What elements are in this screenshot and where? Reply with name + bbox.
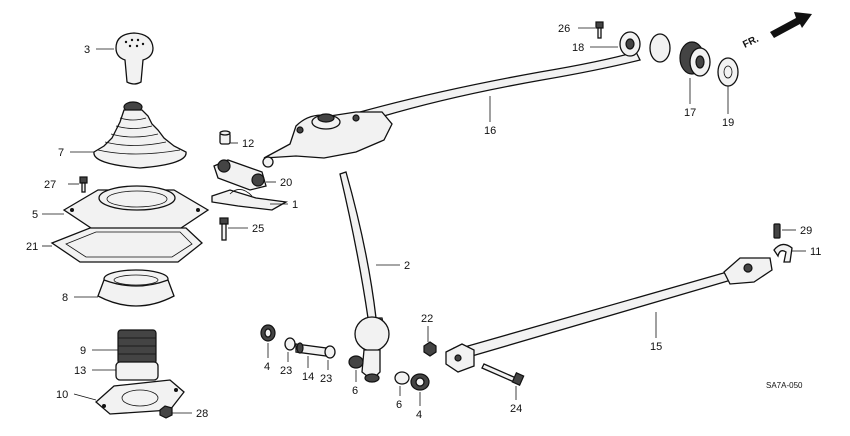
bolt-25 [219,217,248,241]
washer-23a [284,337,296,362]
holder-bracket-1 [211,189,288,211]
collar-29 [773,223,796,239]
callout-6b: 6 [396,399,402,411]
callout-28: 28 [196,408,208,420]
callout-27: 27 [44,179,56,191]
callout-4b: 4 [416,409,422,421]
callout-13: 13 [74,365,86,377]
shift-knob [96,32,154,85]
gasket [42,227,203,263]
callout-7: 7 [58,147,64,159]
bushing-17 [649,33,711,104]
base-plate [73,379,185,415]
callout-10: 10 [56,389,68,401]
callout-15: 15 [650,341,662,353]
callout-17: 17 [684,107,696,119]
callout-18: 18 [572,42,584,54]
callout-12: 12 [242,138,254,150]
washer-19 [717,57,739,114]
callout-3: 3 [84,44,90,56]
shift-boot [70,101,187,169]
bushing-6a [348,355,364,382]
callout-23a: 23 [280,365,292,377]
pin-14 [295,342,327,368]
collar-12 [219,130,238,145]
extension-rod-16 [262,51,641,168]
front-marker: FR. [741,34,760,51]
nut-4a [260,324,276,358]
bushing-9 [92,329,157,365]
change-rod-15 [445,257,773,373]
nut-22 [423,326,437,357]
bushing-6b [394,371,410,396]
bolt-27 [68,176,88,193]
callout-19: 19 [722,117,734,129]
shift-lever-2 [339,171,400,383]
callout-23b: 23 [320,373,332,385]
bracket-20 [213,159,276,191]
nut-4b [410,373,430,406]
bolt-24 [481,363,525,400]
callout-8: 8 [62,292,68,304]
callout-1: 1 [292,199,298,211]
front-arrow-icon [770,12,812,38]
clip-11 [773,243,806,263]
callout-6a: 6 [352,385,358,397]
callout-29: 29 [800,225,812,237]
callout-22: 22 [421,313,433,325]
callout-11: 11 [810,246,821,258]
callout-4a: 4 [264,361,270,373]
callout-24: 24 [510,403,522,415]
washer-23b [324,345,336,370]
callout-26: 26 [558,23,570,35]
washer-18 [590,31,641,57]
callout-20: 20 [280,177,292,189]
callout-16: 16 [484,125,496,137]
callout-2: 2 [404,260,410,272]
callout-9: 9 [80,345,86,357]
callout-25: 25 [252,223,264,235]
lower-boot [74,269,175,307]
callout-5: 5 [32,209,38,221]
bolt-26 [578,21,604,39]
diagram-code: SA7A-050 [766,381,803,390]
bushing-13 [92,361,159,381]
nut-28 [159,405,192,419]
callout-14: 14 [302,371,314,383]
boot-plate [42,185,210,235]
callout-21: 21 [26,241,38,253]
